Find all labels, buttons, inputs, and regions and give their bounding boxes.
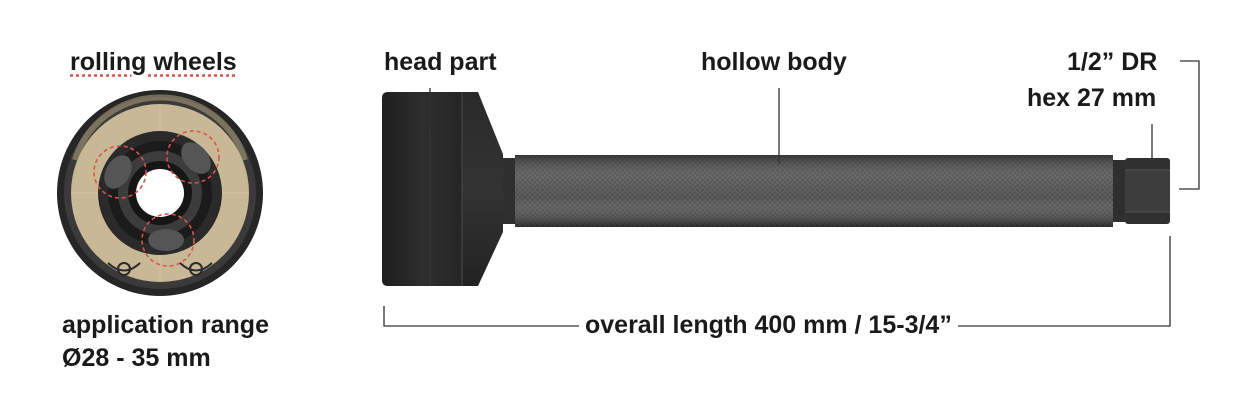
- rolling-wheel-bottom: [148, 229, 184, 251]
- head-end-view: [57, 90, 263, 296]
- overall-length-label: overall length 400 mm / 15-3/4”: [579, 313, 958, 338]
- head-part-side: [382, 92, 503, 286]
- drive-size-label: 1/2” DR: [1067, 48, 1158, 76]
- rolling-wheel-right: [181, 142, 211, 174]
- range-value-label: Ø28 - 35 mm: [62, 344, 211, 372]
- hollow-body-label: hollow body: [701, 48, 847, 76]
- drive-end-side: [1125, 158, 1170, 224]
- head-part-label: head part: [384, 48, 497, 76]
- hollow-body-side: [503, 155, 1125, 227]
- drive-bracket: [1179, 60, 1200, 190]
- application-range-label: application range: [62, 311, 269, 339]
- hex-size-label: hex 27 mm: [1027, 84, 1157, 112]
- rolling-wheel-left: [104, 155, 132, 189]
- rolling-wheels-label: rolling wheels: [70, 48, 237, 76]
